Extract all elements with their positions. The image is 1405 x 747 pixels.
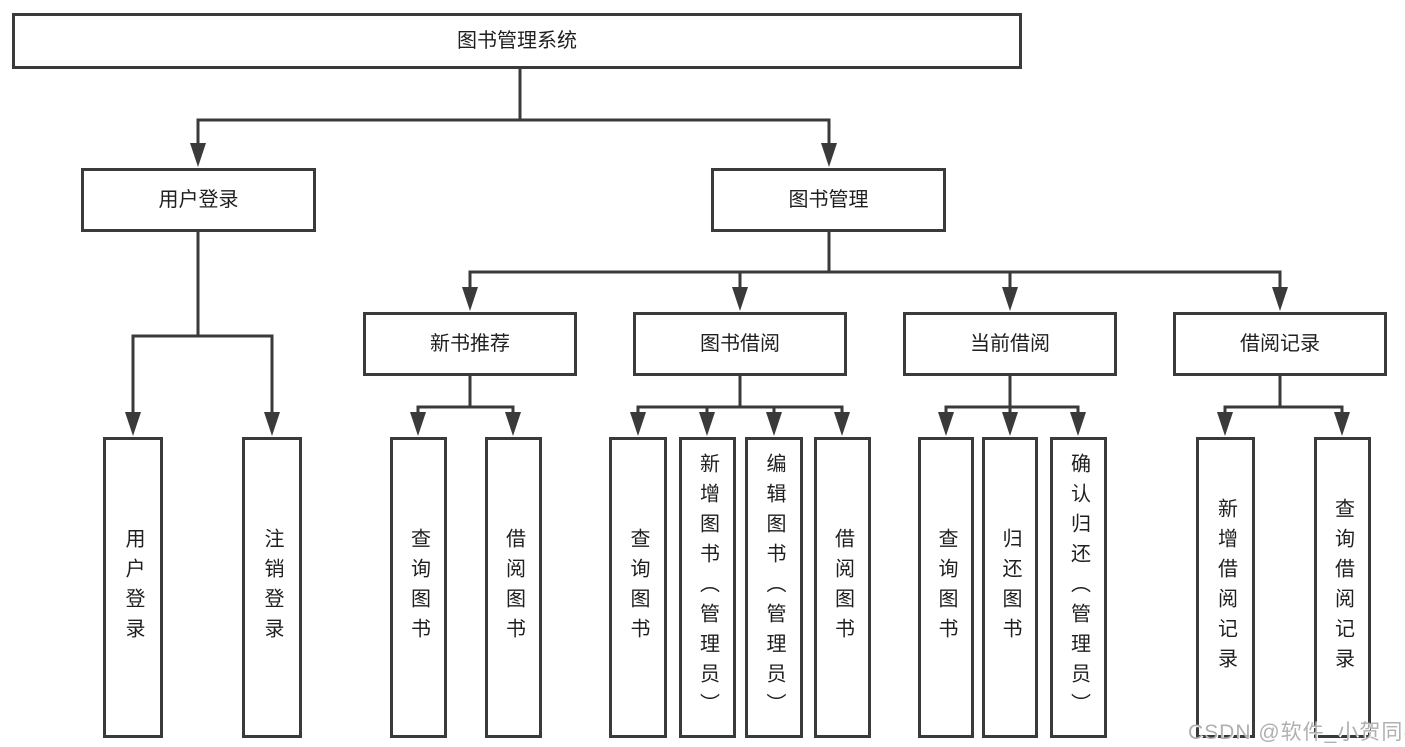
node-leaf-borrow-books: 借阅图书: [485, 437, 542, 738]
node-leaf-query-books: 查询图书: [390, 437, 447, 738]
node-label: 新书推荐: [430, 333, 510, 355]
node-category-current-borrow: 当前借阅: [903, 312, 1117, 376]
node-label: 查询借阅记录: [1331, 497, 1354, 678]
node-label: 编辑图书（管理员）: [763, 452, 785, 723]
node-label: 确认归还（管理员）: [1067, 452, 1090, 723]
node-label: 用户登录: [158, 189, 239, 211]
node-leaf-edit-books-admin: 编辑图书（管理员）: [745, 437, 803, 738]
node-leaf-query-books: 查询图书: [918, 437, 974, 738]
node-category-new-book-recommend: 新书推荐: [363, 312, 577, 376]
node-label: 归还图书: [999, 527, 1021, 648]
node-leaf-return-books: 归还图书: [982, 437, 1038, 738]
arrowhead-icon: [1334, 412, 1350, 436]
arrowhead-icon: [821, 143, 837, 167]
node-label: 注销登录: [261, 527, 283, 648]
node-label: 新增借阅记录: [1214, 497, 1237, 678]
node-label: 借阅记录: [1240, 333, 1320, 355]
node-root: 图书管理系统: [12, 13, 1022, 69]
arrowhead-icon: [834, 412, 850, 436]
node-leaf-query-borrow-record: 查询借阅记录: [1314, 437, 1371, 738]
node-label: 当前借阅: [970, 333, 1050, 355]
node-label: 查询图书: [935, 527, 957, 648]
csdn-watermark: CSDN @软件_小贺同学: [1188, 721, 1405, 744]
node-leaf-logout: 注销登录: [242, 437, 302, 738]
node-label: 借阅图书: [502, 527, 525, 648]
arrowhead-icon: [699, 412, 715, 436]
node-leaf-borrow-books: 借阅图书: [814, 437, 871, 738]
node-label: 图书管理系统: [457, 30, 577, 52]
node-category-borrow-records: 借阅记录: [1173, 312, 1387, 376]
node-label: 新增图书（管理员）: [696, 452, 719, 723]
arrowhead-icon: [1002, 412, 1018, 436]
arrowhead-icon: [1217, 412, 1233, 436]
node-book-management: 图书管理: [711, 168, 946, 232]
arrowhead-icon: [462, 287, 478, 311]
arrowhead-icon: [732, 287, 748, 311]
arrowhead-icon: [1272, 287, 1288, 311]
node-label: 查询图书: [627, 527, 649, 648]
arrowhead-icon: [1070, 412, 1086, 436]
node-leaf-add-books-admin: 新增图书（管理员）: [679, 437, 736, 738]
node-leaf-add-borrow-record: 新增借阅记录: [1196, 437, 1255, 738]
node-label: 图书管理: [788, 189, 869, 211]
node-label: 借阅图书: [831, 527, 854, 648]
arrowhead-icon: [630, 412, 646, 436]
node-label: 用户登录: [122, 527, 144, 648]
arrowhead-icon: [1002, 287, 1018, 311]
arrowhead-icon: [938, 412, 954, 436]
arrowhead-icon: [505, 412, 521, 436]
node-user-login: 用户登录: [81, 168, 316, 232]
node-leaf-confirm-return-admin: 确认归还（管理员）: [1050, 437, 1107, 738]
arrowhead-icon: [766, 412, 782, 436]
node-label: 图书借阅: [700, 333, 780, 355]
node-leaf-query-books: 查询图书: [609, 437, 667, 738]
arrowhead-icon: [125, 412, 141, 436]
node-label: 查询图书: [407, 527, 430, 648]
arrowhead-icon: [410, 412, 426, 436]
arrowhead-icon: [190, 143, 206, 167]
node-leaf-user-login: 用户登录: [103, 437, 163, 738]
arrowhead-icon: [264, 412, 280, 436]
node-category-book-borrow: 图书借阅: [633, 312, 847, 376]
